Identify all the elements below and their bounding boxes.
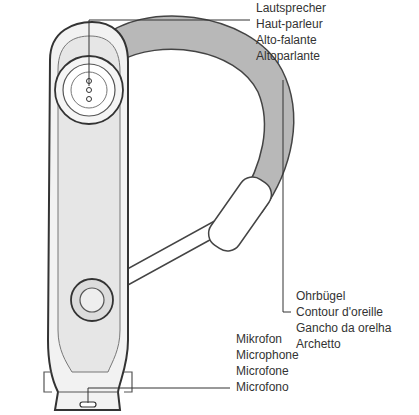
part-label: Microphone xyxy=(236,348,299,362)
headset-body xyxy=(48,22,128,410)
hook-sleeve xyxy=(203,171,277,256)
part-label: Microfono xyxy=(236,380,289,394)
part-label: Lautsprecher xyxy=(256,1,326,15)
part-label: Mikrofon xyxy=(236,332,282,346)
part-label: Gancho da orelha xyxy=(296,321,391,335)
leader-line xyxy=(89,20,250,86)
part-label: Microfone xyxy=(236,364,289,378)
leader-line xyxy=(283,80,291,312)
part-label: Ohrbügel xyxy=(296,289,345,303)
part-label: Haut-parleur xyxy=(256,17,323,31)
leader-line xyxy=(88,388,230,403)
part-label: Altoparlante xyxy=(256,49,320,63)
part-label: Archetto xyxy=(296,337,341,351)
body-panel xyxy=(58,36,120,372)
button xyxy=(71,279,113,321)
part-label: Alto-falante xyxy=(256,33,317,47)
part-label: Contour d'oreille xyxy=(296,305,383,319)
